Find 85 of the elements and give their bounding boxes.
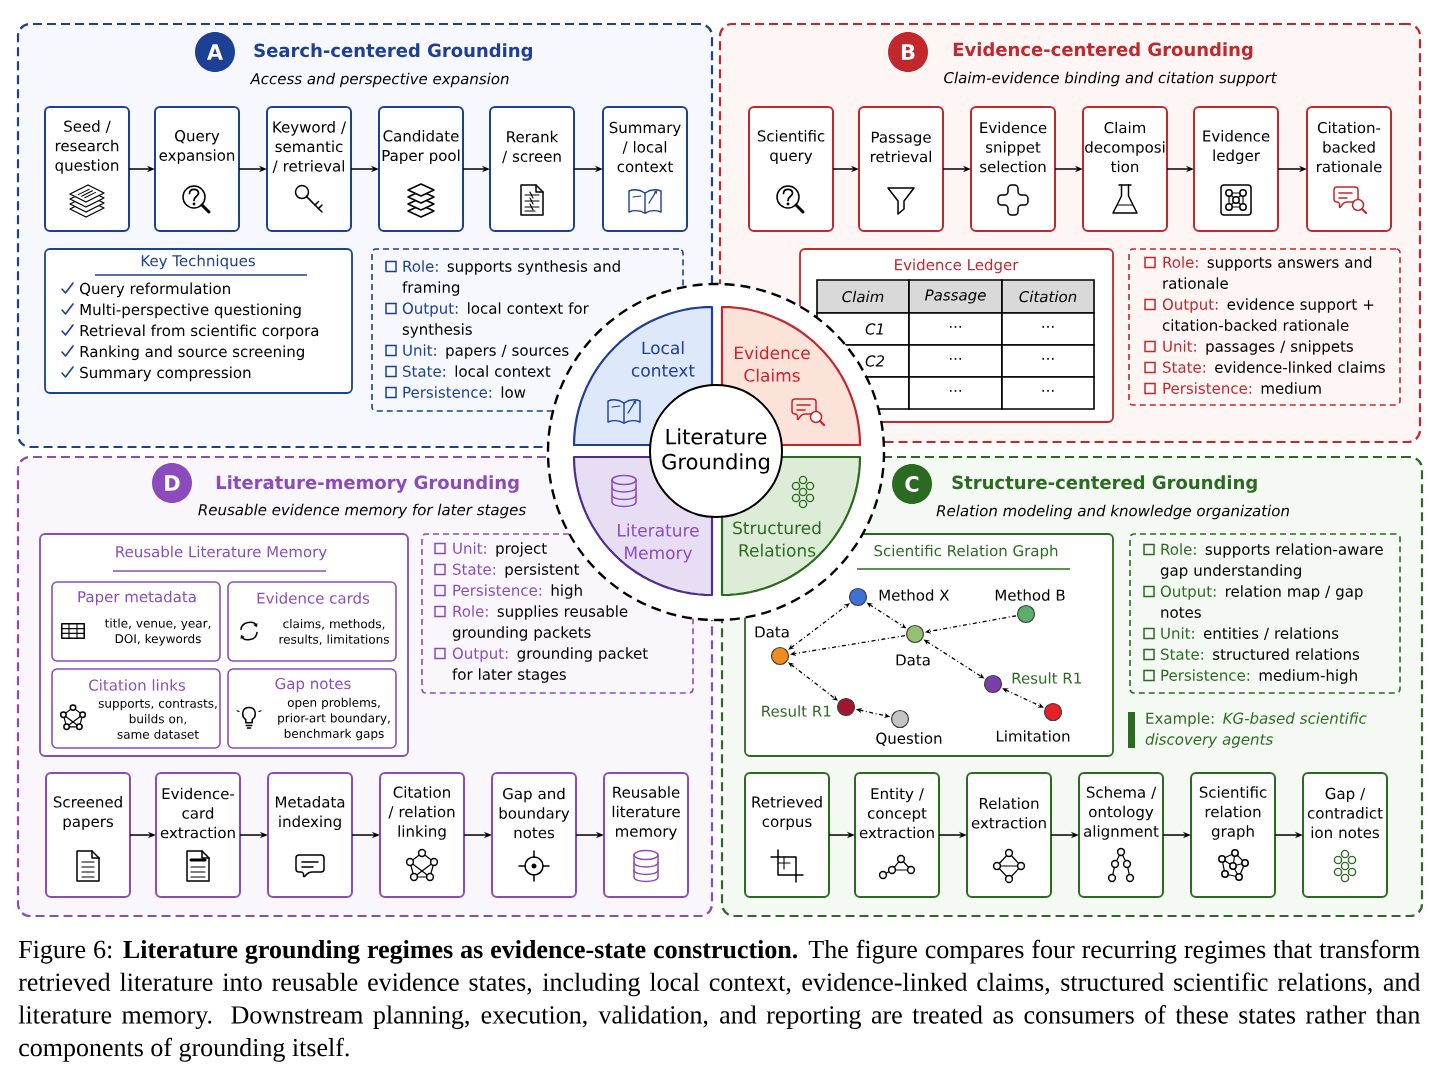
node-label: Limitation [996, 730, 1070, 742]
dashed-arrow [788, 662, 838, 701]
table-cell: ··· [908, 344, 1003, 378]
process-box: Gap and boundary notes [491, 772, 577, 898]
list-item: Multi-perspective questioning [80, 303, 301, 319]
panel-title: Search-centered Grounding [254, 43, 532, 61]
process-box: Relation extraction [966, 772, 1052, 898]
table-cell: ··· [1001, 312, 1095, 346]
table-cell: ··· [1001, 376, 1095, 410]
process-box: Scientific relation graph [1190, 772, 1276, 898]
example-note: Example: KG-based scientific discovery agents [1145, 712, 1367, 748]
process-box: Reusable literature memory [603, 772, 689, 898]
process-box: Metadata indexing [267, 772, 353, 898]
process-box: Citation / relation linking [379, 772, 465, 898]
panel-title: Evidence-centered Grounding [953, 42, 1253, 60]
node-label: Data [896, 654, 930, 666]
property-item: Persistence: low [403, 386, 526, 398]
process-box: Claim decomposi tion [1082, 106, 1168, 232]
process-box: Keyword / semantic / retrieval [266, 106, 352, 232]
card-heading: Reusable Literature Memory [116, 545, 327, 561]
node-label: Result R1 [1012, 672, 1081, 684]
header-cell: Citation [1001, 279, 1095, 314]
process-box: Passage retrieval [858, 106, 944, 232]
letter-badge: A [195, 32, 235, 72]
property-item: State: local context [403, 365, 551, 377]
property-item: State: persistent [453, 563, 580, 578]
property-item: Unit: project [453, 542, 547, 557]
property-item: Unit: passages / snippets [1163, 340, 1353, 355]
process-box: Entity / concept extraction [854, 772, 940, 898]
process-box: Evidence ledger [1193, 106, 1279, 232]
header-cell: Passage [908, 279, 1003, 314]
memory-card: Gap notes open problems, prior-art boundary, benchmark gaps [227, 668, 397, 749]
panel-title: Literature-memory Grounding [216, 475, 519, 493]
card-heading: Evidence Ledger [895, 258, 1019, 274]
process-box: Summary / local context [602, 106, 688, 232]
property-item: Unit: entities / relations [1161, 627, 1339, 641]
property-item: Unit: papers / sources [403, 344, 569, 359]
memory-card: Paper metadata title, venue, year, DOI, keywords [51, 581, 221, 662]
table-cell: ··· [908, 312, 1003, 346]
process-box: Query expansion [154, 106, 240, 232]
process-box: Evidence snippet selection [970, 106, 1056, 232]
node-label: Method B [995, 589, 1065, 601]
property-item: Output: grounding packet for later stages [452, 647, 648, 683]
node-label: Result R1 [762, 705, 831, 717]
list-item: Query reformulation [80, 282, 230, 298]
process-box: Candidate Paper pool [378, 106, 464, 232]
panel-subtitle: Claim-evidence binding and citation support [944, 71, 1278, 87]
panel-subtitle: Relation modeling and knowledge organization [936, 504, 1289, 520]
header-cell: Claim [816, 279, 910, 314]
property-item: Persistence: medium-high [1161, 669, 1357, 684]
memory-card: Citation links supports, contrasts, builds on, same dataset [51, 668, 221, 749]
process-box: Scientific query [748, 106, 834, 232]
letter-badge: C [892, 464, 932, 504]
table-cell: ··· [1001, 344, 1095, 378]
panel-subtitle: Reusable evidence memory for later stages [198, 503, 526, 519]
process-box: Seed / research question [44, 106, 130, 232]
node-label: Data [755, 626, 789, 638]
process-box: Gap / contradict ion notes [1302, 772, 1388, 898]
process-box: Evidence-card extraction [155, 772, 241, 898]
process-box: Rerank / screen [489, 106, 575, 232]
card-heading: Key Techniques [141, 254, 255, 270]
letter-badge: B [888, 32, 928, 72]
list-item: Ranking and source screening [80, 345, 304, 361]
dashed-arrow [1002, 688, 1044, 708]
table-cell: ··· [908, 376, 1003, 410]
list-item: Retrieval from scientific corpora [80, 324, 319, 340]
process-box: Schema / ontology alignment [1078, 772, 1164, 898]
node-label: Question [876, 732, 942, 746]
dashed-arrow [790, 635, 906, 656]
process-box: Screened papers [45, 772, 131, 898]
property-item: Persistence: medium [1163, 382, 1321, 394]
memory-card: Evidence cards claims, methods, results, limitations [227, 581, 397, 662]
process-box: Citation-backed rationale [1306, 106, 1392, 232]
process-box: Retrieved corpus [744, 772, 830, 898]
dashed-arrow [788, 603, 850, 650]
figure-caption: Figure 6: Literature grounding regimes as evidence-state construction. The figure compares four recurring regimes that transform retrieved literature into reusable evidence states, including local context, evidence-linked claims, structured scientific relations, and literature memory. Downstream planning, execution, validation, and reporting are treated as consumers of these states rather than components of grounding itself. [18, 939, 1421, 1062]
card-heading: Scientific Relation Graph [874, 544, 1058, 560]
property-item: State: structured relations [1161, 648, 1360, 660]
list-item: Summary compression [80, 366, 251, 382]
property-item: State: evidence-linked claims [1163, 361, 1385, 373]
property-item: Persistence: high [453, 584, 582, 599]
letter-badge: D [152, 463, 192, 503]
panel-title: Structure-centered Grounding [952, 475, 1257, 493]
panel-subtitle: Access and perspective expansion [249, 72, 509, 88]
node-label: Method X [879, 589, 950, 601]
